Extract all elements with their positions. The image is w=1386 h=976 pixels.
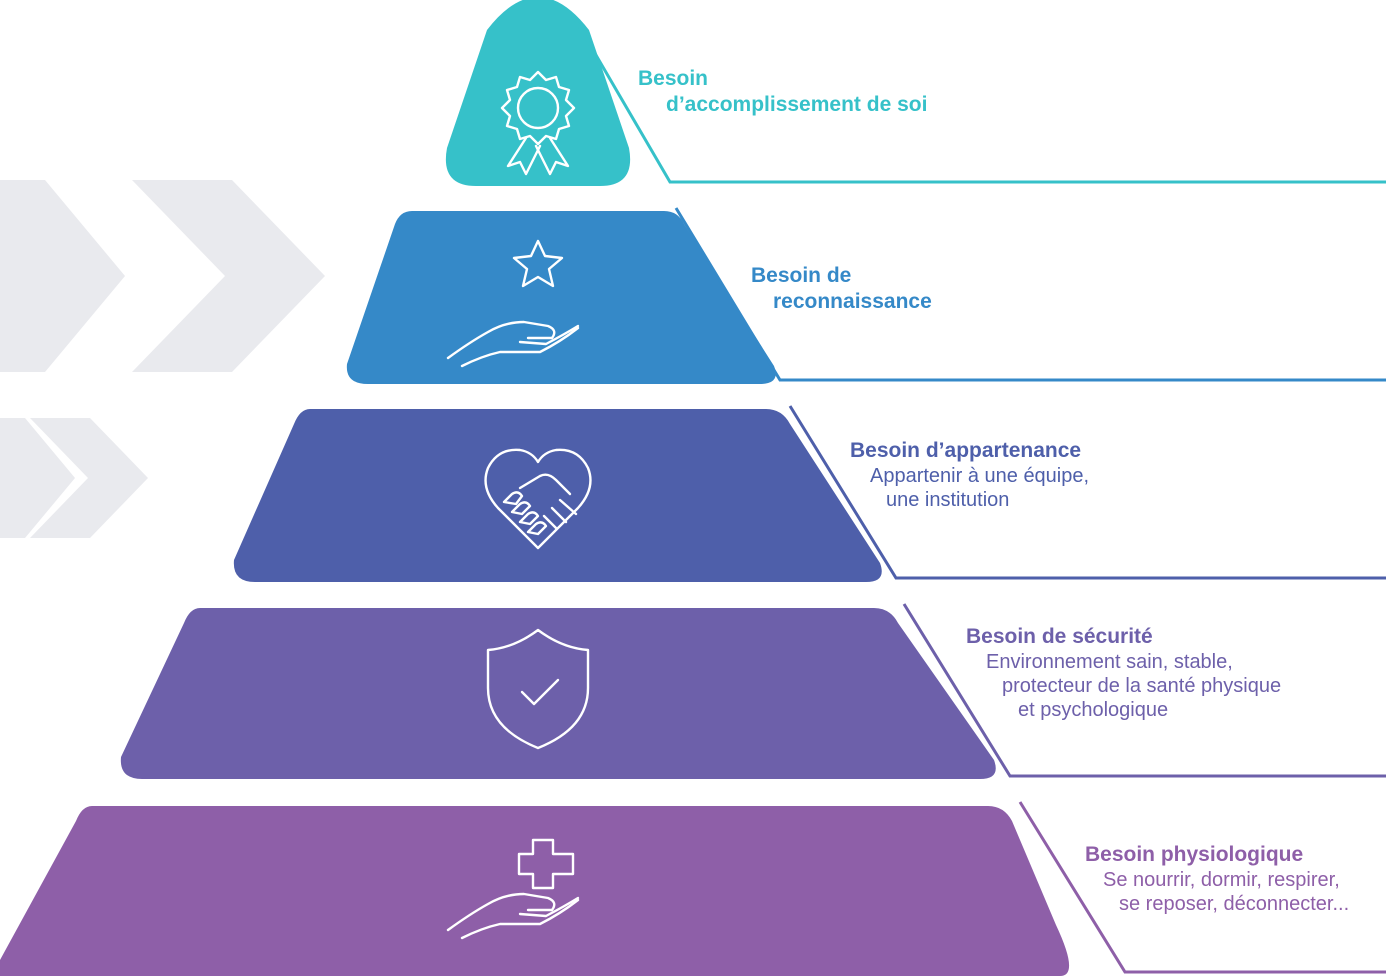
hand-medical-cross-icon: [446, 838, 580, 940]
level-description-line: protecteur de la santé physique: [1002, 675, 1282, 697]
level-title-line: Besoin de sécurité: [966, 625, 1153, 648]
connector-line-physiological: [1018, 801, 1386, 974]
level-description-line: et psychologique: [1018, 699, 1169, 721]
award-rosette-icon: [500, 70, 576, 176]
pyramid-tier-recognition: [346, 211, 776, 384]
chevron-shape: [0, 418, 75, 538]
hand-star-icon: [446, 239, 580, 368]
level-description-line: se reposer, déconnecter...: [1119, 893, 1350, 915]
level-title-line: d’accomplissement de soi: [666, 93, 928, 116]
chevron-shape: [30, 418, 148, 538]
level-label-belonging: Besoin d’appartenance Appartenir à une é…: [850, 438, 1089, 512]
shield-check-icon: [486, 628, 590, 750]
level-title-line: Besoin d’appartenance: [850, 439, 1082, 462]
level-label-physiological: Besoin physiologique Se nourrir, dormir,…: [1085, 842, 1349, 916]
pyramid-tier-physiological: [0, 806, 1070, 976]
level-description-line: Environnement sain, stable,: [986, 651, 1233, 673]
level-label-recognition: Besoin de reconnaissance: [751, 263, 932, 315]
connector-line-security: [902, 603, 1386, 778]
chevron-shape: [132, 180, 325, 372]
chevron-shape: [0, 180, 125, 372]
pyramid-tier-belonging: [233, 409, 882, 582]
level-label-security: Besoin de sécurité Environnement sain, s…: [966, 624, 1281, 722]
level-label-accomplishment: Besoin d’accomplissement de soi: [638, 66, 927, 118]
level-description-line: Se nourrir, dormir, respirer,: [1103, 869, 1340, 891]
level-title-line: Besoin de: [751, 264, 852, 287]
level-title-line: reconnaissance: [773, 290, 932, 313]
level-description-line: une institution: [886, 489, 1010, 511]
level-title-line: Besoin: [638, 67, 709, 90]
pyramid-tier-security: [120, 608, 996, 779]
level-description-line: Appartenir à une équipe,: [870, 465, 1090, 487]
heart-handshake-icon: [484, 448, 592, 550]
connector-line-belonging: [788, 405, 1386, 580]
pyramid-tier-accomplishment: [445, 0, 631, 186]
connector-line-accomplishment: [570, 13, 1386, 184]
level-title-line: Besoin physiologique: [1085, 843, 1304, 866]
connector-line-recognition: [674, 207, 1386, 382]
background-chevrons: [0, 180, 325, 538]
